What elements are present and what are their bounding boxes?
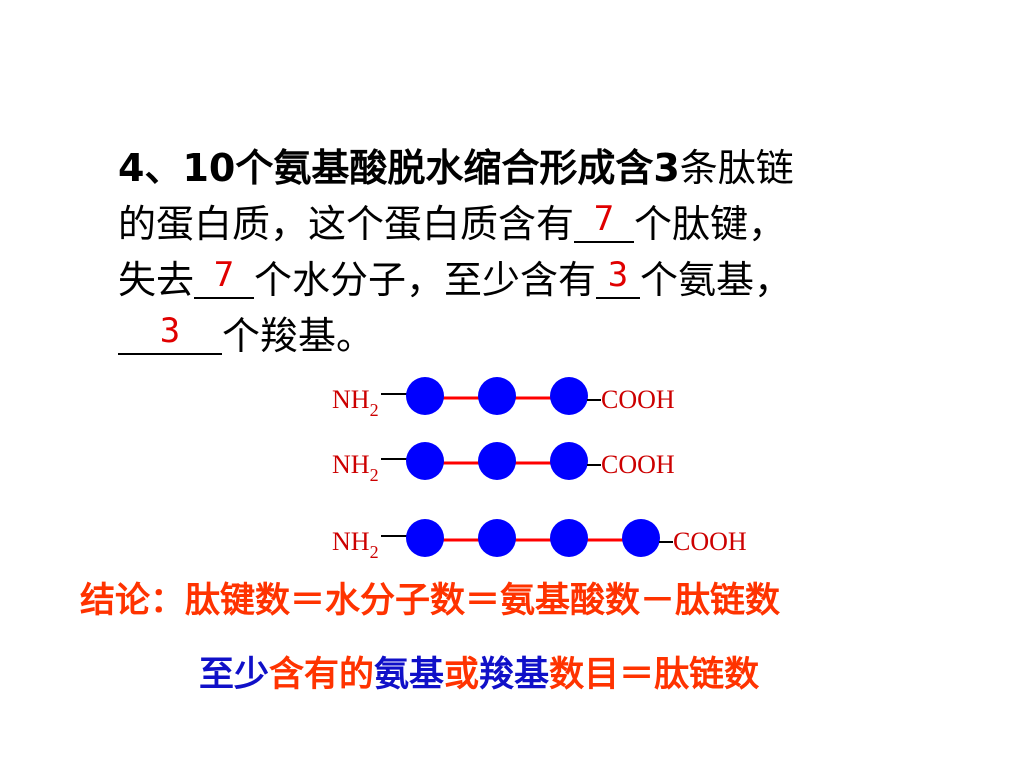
amino-acid-ball	[478, 442, 516, 480]
amino-acid-ball	[406, 377, 444, 415]
amino-acid-ball	[550, 377, 588, 415]
conclusion-text: 结论：肽键数＝水分子数＝氨基酸数－肽链数	[80, 581, 781, 621]
answer-amino: 3	[607, 255, 629, 295]
summary-part-3: 氨基	[374, 655, 445, 695]
summary-part-1: 至少	[199, 655, 270, 695]
question-line3-start: 失去	[118, 258, 195, 302]
question-line1-end: 条肽链	[679, 146, 794, 190]
summary-part-5: 羧基	[479, 655, 550, 695]
question-line-2: 的蛋白质，这个蛋白质含有 7 个肽键，	[118, 196, 918, 252]
chain-count: 3	[653, 146, 680, 190]
question-line3-end: 个氨基，	[640, 258, 793, 302]
question-line2-text: 的蛋白质，这个蛋白质含有	[118, 202, 575, 246]
summary-part-4: 或	[444, 655, 480, 695]
blank-peptide-bonds: 7	[574, 199, 635, 243]
answer-water: 7	[213, 255, 235, 295]
cooh-label: COOH	[601, 450, 675, 479]
amino-acid-ball	[550, 442, 588, 480]
question-line-4: 3 个羧基。	[118, 308, 918, 364]
nh2-label: NH2	[332, 385, 379, 420]
blank-carboxyl: 3	[118, 311, 222, 355]
amino-acid-ball	[406, 519, 444, 557]
nh2-subscript: 2	[370, 542, 379, 562]
question-line3-mid: 个水分子，至少含有	[254, 258, 597, 302]
question-line-1: 4、10个氨基酸脱水缩合形成含3条肽链	[118, 140, 918, 196]
amino-acid-ball	[478, 519, 516, 557]
summary-part-2: 含有的	[269, 655, 375, 695]
amino-acid-ball	[622, 519, 660, 557]
nh2-subscript: 2	[370, 400, 379, 420]
amino-acid-ball	[478, 377, 516, 415]
summary-part-7: ＝肽链数	[619, 655, 760, 695]
nh2-label: NH2	[332, 450, 379, 485]
amino-acid-ball	[550, 519, 588, 557]
answer-carboxyl: 3	[159, 311, 181, 351]
nh2-label: NH2	[332, 527, 379, 562]
answer-peptide-bonds: 7	[593, 199, 615, 239]
cooh-label: COOH	[673, 527, 747, 556]
blank-water: 7	[194, 255, 255, 299]
question-line4-end: 个羧基。	[222, 314, 375, 358]
amino-acid-ball	[406, 442, 444, 480]
cooh-label: COOH	[601, 385, 675, 414]
summary-text: 至少含有的氨基或羧基数目＝肽链数	[199, 646, 759, 697]
question-line2-end: 个肽键，	[634, 202, 787, 246]
summary-part-6: 数目	[549, 655, 620, 695]
nh2-subscript: 2	[370, 465, 379, 485]
question-number: 4、10个氨基酸脱水缩合形成含	[118, 146, 654, 190]
blank-amino: 3	[596, 255, 641, 299]
